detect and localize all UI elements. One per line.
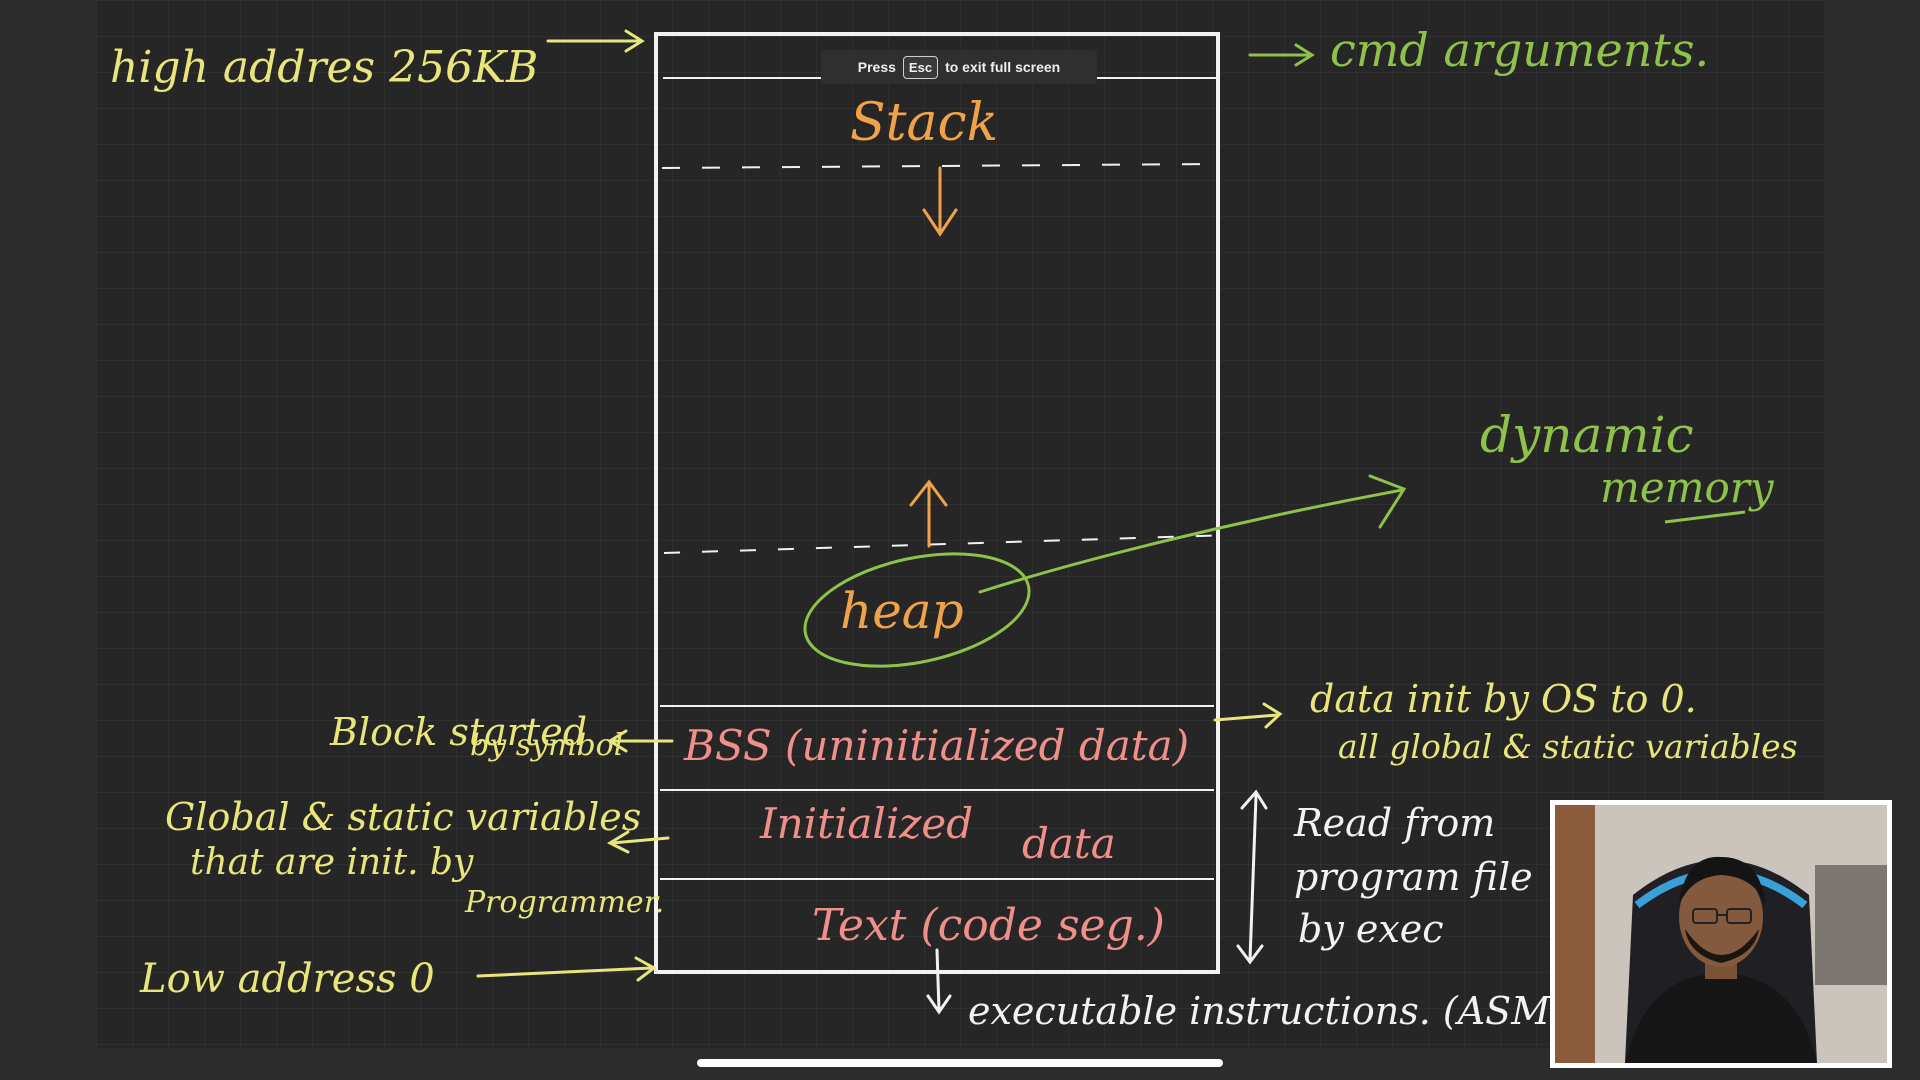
home-indicator-bar[interactable] xyxy=(697,1059,1223,1067)
initialized-label: Initialized xyxy=(759,799,973,848)
memory-note: memory xyxy=(1600,463,1775,512)
high-address-note: high addres 256KB xyxy=(110,42,538,93)
stack-boundary-dashed xyxy=(661,163,1215,169)
low-address-note: Low address 0 xyxy=(139,956,435,1002)
presenter-webcam xyxy=(1550,800,1892,1068)
bss-note-line1: Block started xyxy=(329,710,587,754)
high-address-arrow xyxy=(546,29,645,53)
whiteboard-canvas[interactable] xyxy=(96,0,1824,1048)
esc-key-badge[interactable]: Esc xyxy=(902,55,939,79)
bss-label: BSS (uninitialized data) xyxy=(683,721,1189,770)
read-from-file-arrow xyxy=(1236,789,1268,965)
dynamic-note: dynamic xyxy=(1480,406,1694,464)
heap-circle xyxy=(803,552,1031,668)
low-address-arrow xyxy=(476,956,657,982)
bss-right-arrow xyxy=(1213,702,1283,729)
bss-left-arrow xyxy=(607,729,674,753)
read-note-line2: program file xyxy=(1294,855,1533,899)
fullscreen-notice-prefix: Press xyxy=(857,59,896,75)
text-executable-arrow xyxy=(926,948,952,1015)
bss-right-note-line1: data init by OS to 0. xyxy=(1310,677,1697,721)
cmd-args-arrow xyxy=(1248,43,1315,67)
dynamic-memory-arrow xyxy=(978,474,1407,594)
heap-grow-arrow xyxy=(909,479,948,548)
stack-grow-arrow xyxy=(922,166,958,237)
init-note-line3: Programmer. xyxy=(464,885,664,920)
fullscreen-notice: Press Esc to exit full screen xyxy=(821,50,1097,84)
presenter-image xyxy=(1555,805,1887,1063)
heap-boundary-dashed xyxy=(663,534,1231,554)
fullscreen-notice-suffix: to exit full screen xyxy=(945,59,1061,75)
read-note-line1: Read from xyxy=(1293,801,1495,845)
data-label: data xyxy=(1022,819,1116,868)
executable-note: executable instructions. (ASM xyxy=(968,989,1551,1033)
read-note-line3: by exec xyxy=(1298,907,1444,951)
text-segment-label: Text (code seg.) xyxy=(812,900,1165,951)
init-note-line1: Global & static variables xyxy=(165,795,641,839)
cmd-arguments-note: cmd arguments. xyxy=(1330,23,1709,77)
bss-note-line2: by symbol xyxy=(470,728,623,763)
init-data-left-arrow xyxy=(606,830,670,854)
heap-label: heap xyxy=(840,582,964,640)
memory-underline xyxy=(1664,510,1746,524)
init-note-line2: that are init. by xyxy=(190,842,474,883)
webcam-feed xyxy=(1555,805,1887,1063)
bss-right-note-line2: all global & static variables xyxy=(1338,727,1798,766)
stack-label: Stack xyxy=(850,93,998,153)
